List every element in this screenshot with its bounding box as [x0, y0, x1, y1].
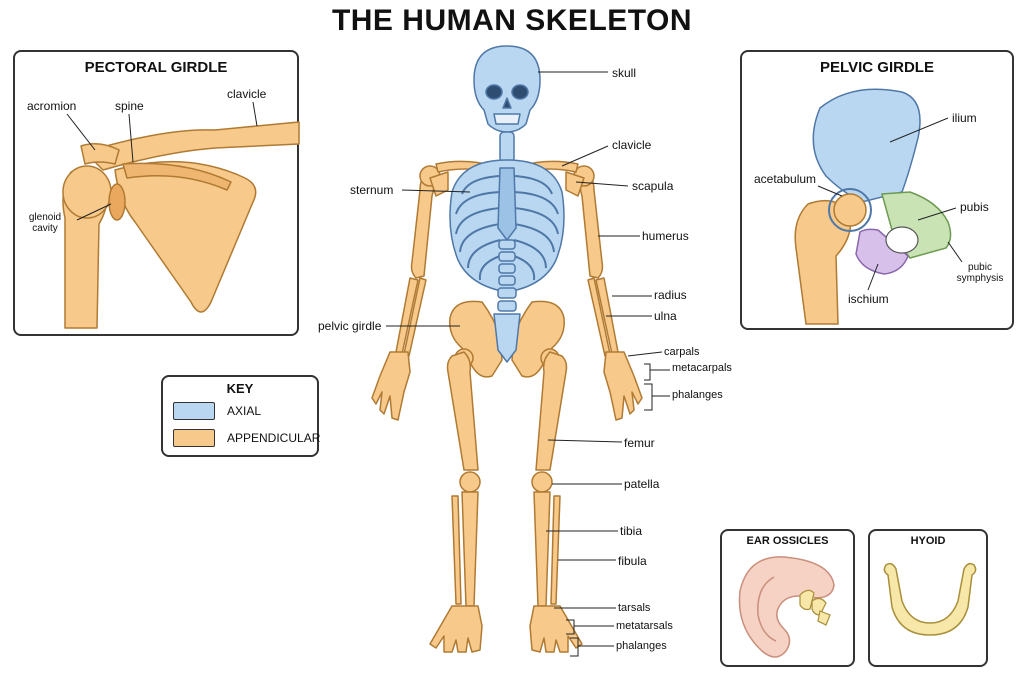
ilium — [812, 88, 921, 203]
pelvic-femur-head — [833, 193, 867, 227]
label-skull: skull — [612, 66, 637, 80]
label-patella: patella — [624, 477, 660, 491]
label-scapula: scapula — [632, 179, 674, 193]
right-fibula — [550, 495, 561, 605]
left-scapula — [429, 171, 449, 197]
left-femur — [446, 351, 479, 471]
acetabulum — [828, 188, 872, 232]
hyoid-bone — [883, 562, 977, 636]
label-humerus: humerus — [642, 229, 689, 243]
ossicles — [799, 589, 831, 626]
key-swatch-appendicular — [173, 429, 215, 447]
pelvic-label-ilium: ilium — [952, 111, 977, 125]
pelvic-label-pubis: pubis — [960, 200, 989, 214]
sternum — [497, 167, 517, 241]
pectoral-label-spine: spine — [115, 99, 144, 113]
pectoral-humeral-head — [62, 165, 112, 219]
right-foot — [529, 605, 583, 653]
key-swatch-axial — [173, 402, 215, 420]
pelvic-girdle-panel: PELVIC GIRDLE ilium acetabulum pubis pub… — [740, 50, 1014, 330]
key-panel: KEY AXIAL APPENDICULAR — [161, 375, 320, 457]
key-row-axial: AXIAL — [173, 400, 261, 422]
teeth — [493, 113, 521, 125]
label-phalanges-foot: phalanges — [616, 640, 667, 652]
pelvic-girdle-illustration — [794, 88, 963, 325]
left-hand — [371, 351, 411, 421]
pectoral-girdle-panel: PECTORAL GIRDLE acromion spine clavicle … — [13, 50, 300, 336]
ear-inner-fold — [757, 576, 777, 642]
pectoral-glenoid — [108, 183, 126, 221]
key-label-axial: AXIAL — [227, 404, 262, 418]
outer-ear — [738, 556, 835, 658]
ear-illustration — [738, 556, 835, 658]
page-title: THE HUMAN SKELETON — [331, 4, 693, 37]
label-metacarpals: metacarpals — [672, 362, 732, 374]
right-scapula — [565, 171, 585, 197]
cervical-spine — [499, 131, 515, 163]
label-femur: femur — [624, 436, 655, 450]
pectoral-label-glenoid: glenoid cavity — [23, 212, 67, 234]
label-ulna: ulna — [654, 309, 677, 323]
pectoral-scapula — [114, 160, 257, 313]
pelvic-label-pubic-line2: symphysis — [956, 273, 1004, 284]
right-patella — [531, 471, 553, 493]
lumbar-spine — [497, 239, 517, 312]
hyoid-panel: HYOID — [868, 529, 988, 667]
pectoral-label-glenoid-line1: glenoid — [28, 212, 62, 223]
pectoral-girdle-illustration — [62, 101, 300, 329]
pelvic-label-acetabulum: acetabulum — [754, 172, 817, 186]
pelvic-girdle-title: PELVIC GIRDLE — [820, 59, 934, 76]
pectoral-spine — [122, 162, 232, 191]
key-title: KEY — [226, 381, 254, 396]
ear-ossicles-panel: EAR OSSICLES — [720, 529, 855, 667]
label-tarsals: tarsals — [618, 602, 651, 614]
ischium — [855, 228, 909, 275]
label-pelvic-girdle: pelvic girdle — [318, 319, 382, 333]
left-tibia — [461, 491, 479, 607]
nasal-cavity — [502, 97, 512, 109]
key-label-appendicular: APPENDICULAR — [227, 431, 321, 445]
pectoral-girdle-title: PECTORAL GIRDLE — [84, 59, 228, 76]
right-eye-socket — [511, 84, 529, 100]
left-fibula — [451, 495, 462, 605]
label-sternum: sternum — [350, 183, 394, 197]
right-femur — [535, 351, 568, 471]
right-tibia — [533, 491, 551, 607]
pectoral-label-glenoid-line2: cavity — [32, 223, 58, 234]
left-patella — [459, 471, 481, 493]
label-fibula: fibula — [618, 554, 647, 568]
pelvic-label-pubic-line1: pubic — [968, 262, 992, 273]
label-clavicle: clavicle — [612, 138, 652, 152]
label-carpals: carpals — [664, 346, 700, 358]
label-phalanges-hand: phalanges — [672, 389, 723, 401]
label-radius: radius — [654, 288, 687, 302]
right-hand — [603, 351, 643, 421]
left-foot — [429, 605, 483, 653]
pelvic-label-ischium: ischium — [848, 292, 889, 306]
hyoid-illustration — [883, 562, 977, 636]
pectoral-acromion — [80, 143, 120, 165]
pelvic-femur — [794, 199, 852, 325]
pectoral-label-clavicle: clavicle — [227, 87, 267, 101]
pectoral-label-acromion: acromion — [27, 99, 77, 113]
label-tibia: tibia — [620, 524, 643, 538]
pelvic-label-pubic-symphysis: pubic symphysis — [948, 262, 1012, 284]
obturator-foramen — [885, 226, 919, 254]
left-eye-socket — [485, 84, 503, 100]
hyoid-title: HYOID — [910, 535, 946, 547]
label-metatarsals: metatarsals — [616, 620, 673, 632]
key-row-appendicular: APPENDICULAR — [173, 427, 320, 449]
sacrum — [493, 313, 521, 363]
ear-ossicles-title: EAR OSSICLES — [746, 535, 829, 547]
pectoral-clavicle — [84, 121, 300, 171]
